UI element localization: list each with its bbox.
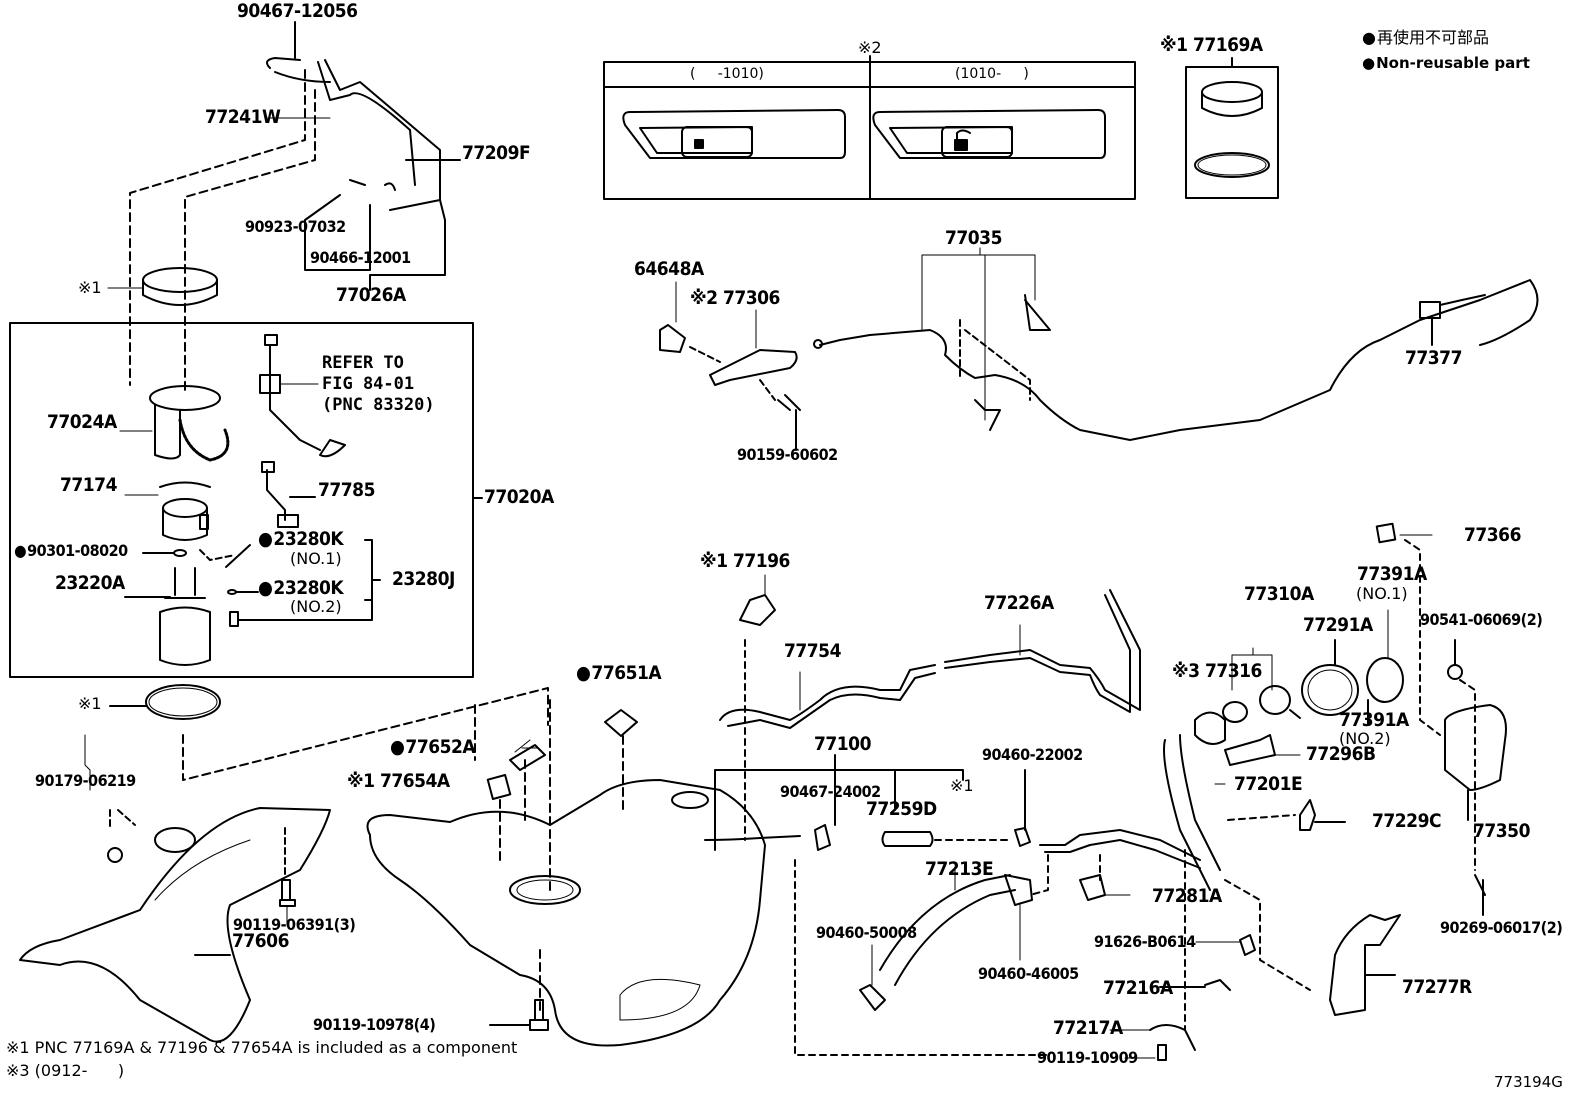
part-label-77201E[interactable]: 77201E — [1234, 773, 1303, 795]
part-label-90179-06219[interactable]: 90179-06219 — [35, 771, 136, 790]
opener-lever — [659, 247, 1539, 451]
part-label-77174[interactable]: 77174 — [60, 474, 117, 496]
part-label-23280K-no2[interactable]: 23280K — [258, 579, 343, 598]
part-label-90269-06017[interactable]: 90269-06017(2) — [1440, 918, 1563, 937]
part-label-77316[interactable]: ※3 77316 — [1172, 660, 1262, 682]
part-label-77216A[interactable]: 77216A — [1103, 977, 1173, 999]
part-label-77785[interactable]: 77785 — [318, 479, 375, 501]
part-label-90159-60602[interactable]: 90159-60602 — [737, 445, 838, 464]
part-label-77350[interactable]: 77350 — [1473, 820, 1530, 842]
kit-box-title: ※1 77169A — [1160, 34, 1263, 56]
part-label-77241W[interactable]: 77241W — [205, 106, 281, 128]
filler-pipe — [859, 711, 1311, 1061]
part-label-77306[interactable]: ※2 77306 — [690, 287, 780, 309]
part-label-23280J[interactable]: 23280J — [392, 568, 455, 590]
part-label-77217A[interactable]: 77217A — [1053, 1017, 1123, 1039]
part-label-77651A[interactable]: 77651A — [576, 664, 661, 683]
gasket — [109, 684, 549, 781]
part-label-77196[interactable]: ※1 77196 — [700, 550, 790, 572]
part-label-note1-gasket[interactable]: ※1 — [78, 694, 102, 713]
part-label-90460-46005[interactable]: 90460-46005 — [978, 964, 1079, 983]
part-label-77226A[interactable]: 77226A — [984, 592, 1054, 614]
part-sub-77391A-no1: (NO.1) — [1356, 584, 1408, 603]
unlock-icon — [954, 139, 968, 151]
part-label-90301-08020[interactable]: 90301-08020 — [14, 543, 128, 559]
refer-to-note: REFER TO FIG 84-01 (PNC 83320) — [322, 353, 435, 415]
part-label-90467-12056[interactable]: 90467-12056 — [237, 0, 358, 22]
variant-left-header: ( -1010) — [690, 66, 764, 82]
footnote-1: ※1 PNC 77169A & 77196 & 77654A is includ… — [6, 1038, 518, 1057]
part-sub-23280K-no2: (NO.2) — [290, 597, 342, 616]
part-label-77024A[interactable]: 77024A — [47, 411, 117, 433]
variant-box-title: ※2 — [858, 38, 882, 57]
part-label-77277R[interactable]: 77277R — [1402, 976, 1472, 998]
part-label-77020A[interactable]: 77020A — [484, 486, 554, 508]
variant-right-header: (1010- ) — [955, 66, 1029, 82]
part-label-77606[interactable]: 77606 — [232, 930, 289, 952]
part-label-77654A[interactable]: ※1 77654A — [347, 770, 450, 792]
part-label-77652A[interactable]: 77652A — [390, 738, 475, 757]
part-label-77209F[interactable]: 77209F — [462, 142, 531, 164]
part-label-77391A-no1[interactable]: 77391A — [1357, 563, 1427, 585]
part-label-90460-50008[interactable]: 90460-50008 — [816, 923, 917, 942]
part-label-77754[interactable]: 77754 — [784, 640, 841, 662]
part-label-90119-06391[interactable]: 90119-06391(3) — [233, 915, 356, 934]
part-label-90119-10909[interactable]: 90119-10909 — [1037, 1048, 1138, 1067]
part-label-77366[interactable]: 77366 — [1464, 524, 1521, 546]
part-label-77213E[interactable]: 77213E — [925, 858, 994, 880]
seal-77651A — [604, 709, 638, 737]
kit-box-77169A — [1185, 57, 1279, 199]
fuel-tube-77209F — [129, 21, 461, 391]
part-label-90119-10978[interactable]: 90119-10978(4) — [313, 1015, 436, 1034]
part-label-note1-ring[interactable]: ※1 — [78, 278, 102, 297]
fuel-cap-parts — [1222, 609, 1404, 831]
legend-non-reusable-jp: 再使用不可部品 — [1362, 30, 1489, 46]
lock-ring — [107, 267, 218, 306]
figure-id: 773194G — [1494, 1073, 1563, 1091]
pump-assembly-box — [9, 322, 474, 678]
part-label-77259D[interactable]: 77259D — [866, 798, 937, 820]
part-sub-23280K-no1: (NO.1) — [290, 549, 342, 568]
heat-protector-77606 — [19, 734, 331, 1043]
part-label-77281A[interactable]: 77281A — [1152, 885, 1222, 907]
part-label-note1-77100[interactable]: ※1 — [950, 776, 974, 795]
part-label-64648A[interactable]: 64648A — [634, 258, 704, 280]
fuel-door-77350 — [1375, 522, 1507, 916]
bracket-77100 — [714, 754, 1031, 851]
part-sub-77391A-no2: (NO.2) — [1339, 729, 1391, 748]
part-label-77035[interactable]: 77035 — [945, 227, 1002, 249]
part-label-90541-06069[interactable]: 90541-06069(2) — [1420, 610, 1543, 629]
lock-icon — [694, 139, 704, 149]
part-label-77310A[interactable]: 77310A — [1244, 583, 1314, 605]
fuel-tank — [366, 699, 1051, 1056]
variant-box — [603, 55, 1136, 200]
part-label-77229C[interactable]: 77229C — [1372, 810, 1442, 832]
part-label-77296B[interactable]: 77296B — [1306, 743, 1376, 765]
part-label-90466-12001[interactable]: 90466-12001 — [310, 248, 411, 267]
pump-internals — [119, 334, 381, 666]
part-label-90467-24002[interactable]: 90467-24002 — [780, 782, 881, 801]
part-label-77026A[interactable]: 77026A — [336, 284, 406, 306]
part-label-23280K-no1[interactable]: 23280K — [258, 530, 343, 549]
part-label-77391A-no2[interactable]: 77391A — [1339, 709, 1409, 731]
breather-tubes — [719, 574, 1141, 841]
part-label-90923-07032[interactable]: 90923-07032 — [245, 217, 346, 236]
part-label-77291A[interactable]: 77291A — [1303, 614, 1373, 636]
cable-end-77377 — [1419, 294, 1486, 346]
protector-77277R — [1329, 914, 1401, 1016]
part-label-77377[interactable]: 77377 — [1405, 347, 1462, 369]
part-label-23220A[interactable]: 23220A — [55, 572, 125, 594]
part-label-91626-B0614[interactable]: 91626-B0614 — [1094, 932, 1196, 951]
part-label-77100[interactable]: 77100 — [814, 733, 871, 755]
part-label-90460-22002[interactable]: 90460-22002 — [982, 745, 1083, 764]
legend-non-reusable-en: Non-reusable part — [1362, 56, 1530, 71]
footnote-3: ※3 (0912- ) — [6, 1061, 125, 1080]
